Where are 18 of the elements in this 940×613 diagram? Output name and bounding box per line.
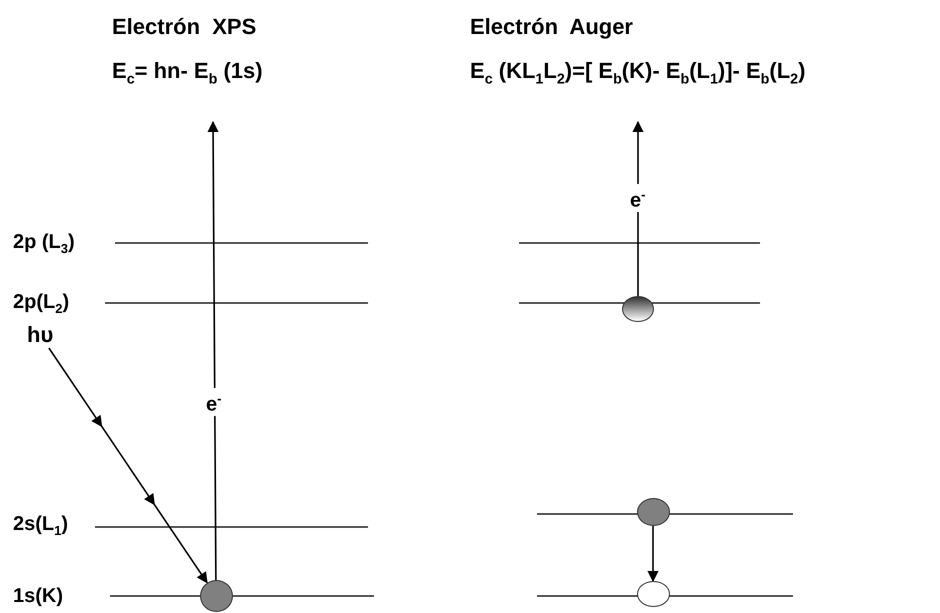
level-label: 2s(L$_{1}$): [13, 512, 68, 540]
photon-label: hυ: [27, 322, 54, 348]
level-label: 2p(L$_{2}$): [13, 290, 70, 318]
heading: Electrón XPS: [112, 14, 256, 40]
heading: Electrón Auger: [470, 14, 633, 40]
electron-circle: [636, 498, 670, 526]
hole-circle: [636, 581, 670, 607]
arrow: [48, 348, 208, 584]
edge-label: e$^{-}$: [628, 184, 648, 212]
electron-circle: [200, 580, 232, 612]
electron-circle: [622, 296, 654, 322]
formula: E$_{c}$= hn- E$_{b}$ (1s): [112, 58, 263, 90]
arrow: [207, 120, 219, 580]
level-label: 1s(K): [13, 584, 64, 608]
arrow: [647, 526, 659, 582]
edge-label: e$^{-}$: [204, 388, 224, 416]
formula: E$_{c}$ (KL$_{1}$L$_{2}$)=[ E$_{b}$(K)- E$_{b}$(L$_{1}$)]- E$_{b}$(L$_{2}$): [470, 58, 806, 90]
level-label: 2p (L$_{3}$): [13, 230, 75, 258]
